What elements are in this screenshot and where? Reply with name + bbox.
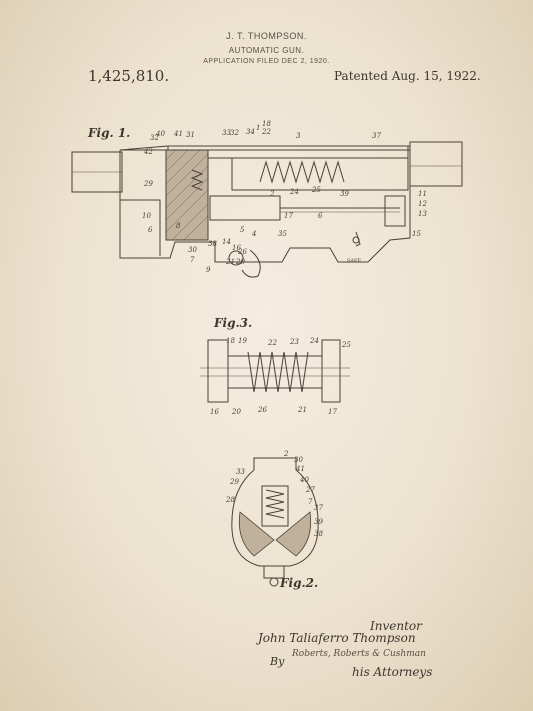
reference-numeral: 21 bbox=[225, 258, 235, 266]
reference-numeral: 2 bbox=[283, 450, 289, 458]
reference-numeral: 41 bbox=[295, 465, 305, 473]
reference-numeral: 20 bbox=[235, 258, 245, 266]
fig2-housing bbox=[231, 457, 319, 567]
reference-numeral: 37 bbox=[372, 132, 381, 140]
fig1-drawing: SAFE bbox=[71, 141, 463, 278]
reference-numeral: 27 bbox=[305, 486, 315, 494]
reference-numeral: 33 bbox=[236, 468, 245, 476]
reference-numeral: 12 bbox=[418, 200, 427, 208]
fig2-spring bbox=[265, 489, 285, 519]
reference-numeral: 24 bbox=[289, 188, 299, 196]
reference-numeral: 40 bbox=[299, 476, 309, 484]
fig3-left-plate bbox=[207, 339, 229, 403]
reference-numeral: 1 bbox=[256, 124, 260, 132]
reference-numeral: 2 bbox=[269, 190, 275, 198]
inventor-name: John Taliaferro Thompson bbox=[258, 631, 416, 645]
reference-numeral: 6 bbox=[318, 212, 323, 220]
reference-numeral: 38 bbox=[208, 240, 217, 248]
reference-numeral: 21 bbox=[297, 406, 307, 414]
reference-numeral: 22 bbox=[267, 339, 277, 347]
fig1-rear-stub bbox=[409, 141, 463, 187]
reference-numeral: 19 bbox=[238, 337, 247, 345]
reference-numeral: 31 bbox=[186, 131, 195, 139]
attorneys-label: his Attorneys bbox=[352, 665, 433, 679]
fig3-numerals: 18 19 22 23 24 25 16 20 26 21 17 bbox=[210, 337, 351, 416]
reference-numeral: 42 bbox=[143, 148, 153, 156]
reference-numeral: 3 bbox=[296, 132, 301, 140]
reference-numeral: 16 bbox=[210, 408, 219, 416]
reference-numeral: 38 bbox=[314, 530, 323, 538]
header-inventor: J. T. THOMPSON. bbox=[226, 31, 307, 41]
reference-numeral: 9 bbox=[206, 266, 211, 274]
reference-numeral: 16 bbox=[232, 244, 241, 252]
reference-numeral: 14 bbox=[222, 238, 231, 246]
header-filed-date: APPLICATION FILED DEC 2, 1920. bbox=[203, 58, 330, 65]
reference-numeral: 34 bbox=[246, 128, 255, 136]
reference-numeral: 18 bbox=[226, 337, 235, 345]
fig1-breech-block bbox=[165, 149, 209, 241]
reference-numeral: 7 bbox=[190, 256, 195, 264]
reference-numeral: 22 bbox=[261, 128, 271, 136]
reference-numeral: 32 bbox=[230, 129, 239, 137]
reference-numeral: 23 bbox=[289, 338, 299, 346]
fig1-trigger bbox=[241, 249, 261, 278]
reference-numeral: 30 bbox=[188, 246, 197, 254]
patent-date: Patented Aug. 15, 1922. bbox=[334, 69, 481, 83]
reference-numeral: 17 bbox=[284, 212, 293, 220]
fig3-spring bbox=[247, 351, 309, 393]
reference-numeral: 6 bbox=[148, 226, 153, 234]
reference-numeral: 25 bbox=[311, 186, 321, 194]
reference-numeral: 33 bbox=[222, 129, 231, 137]
reference-numeral: 26 bbox=[257, 406, 267, 414]
fig3-label: Fig.3. bbox=[214, 316, 253, 330]
reference-numeral: 39 bbox=[340, 190, 349, 198]
reference-numeral: 20 bbox=[231, 408, 241, 416]
reference-numeral: 28 bbox=[225, 496, 235, 504]
fig2-label: Fig.2. bbox=[280, 576, 319, 590]
reference-numeral: 15 bbox=[412, 230, 421, 238]
reference-numeral: 8 bbox=[176, 222, 181, 230]
reference-numeral: 32 bbox=[150, 134, 159, 142]
patent-number: 1,425,810. bbox=[88, 67, 170, 85]
reference-numeral: 35 bbox=[278, 230, 287, 238]
fig1-numerals: 40 41 31 33 32 34 1 18 22 3 37 42 32 29 … bbox=[142, 120, 427, 274]
by-label: By bbox=[270, 655, 285, 668]
reference-numeral: 29 bbox=[229, 478, 239, 486]
fig2-numerals: 2 30 41 33 29 40 27 37 7 39 38 28 bbox=[225, 450, 323, 538]
reference-numeral: 10 bbox=[142, 212, 151, 220]
reference-numeral: 24 bbox=[309, 337, 319, 345]
fig3-drawing bbox=[200, 339, 350, 403]
reference-numeral: 17 bbox=[328, 408, 337, 416]
reference-numeral: 5 bbox=[240, 226, 245, 234]
fig2-drawing bbox=[231, 457, 319, 587]
reference-numeral: 7 bbox=[308, 498, 313, 506]
header-title: AUTOMATIC GUN. bbox=[228, 46, 305, 55]
inventor-label: Inventor bbox=[370, 619, 422, 633]
reference-numeral: 11 bbox=[418, 190, 427, 198]
reference-numeral: 39 bbox=[314, 518, 323, 526]
reference-numeral: 18 bbox=[262, 120, 271, 128]
reference-numeral: 13 bbox=[418, 210, 427, 218]
attorneys-signature: Roberts, Roberts & Cushman bbox=[292, 649, 426, 659]
reference-numeral: 29 bbox=[143, 180, 153, 188]
fig1-label: Fig. 1. bbox=[88, 126, 131, 140]
fig3-right-plate bbox=[321, 339, 341, 403]
reference-numeral: 41 bbox=[173, 130, 183, 138]
fig1-recoil-spring bbox=[259, 160, 345, 184]
fig1-safe-marking: SAFE bbox=[347, 258, 362, 264]
reference-numeral: 26 bbox=[237, 248, 247, 256]
reference-numeral: 37 bbox=[314, 504, 323, 512]
reference-numeral: 4 bbox=[251, 230, 256, 238]
reference-numeral: 40 bbox=[155, 130, 165, 138]
reference-numeral: 30 bbox=[294, 456, 303, 464]
reference-numeral: 25 bbox=[341, 341, 351, 349]
